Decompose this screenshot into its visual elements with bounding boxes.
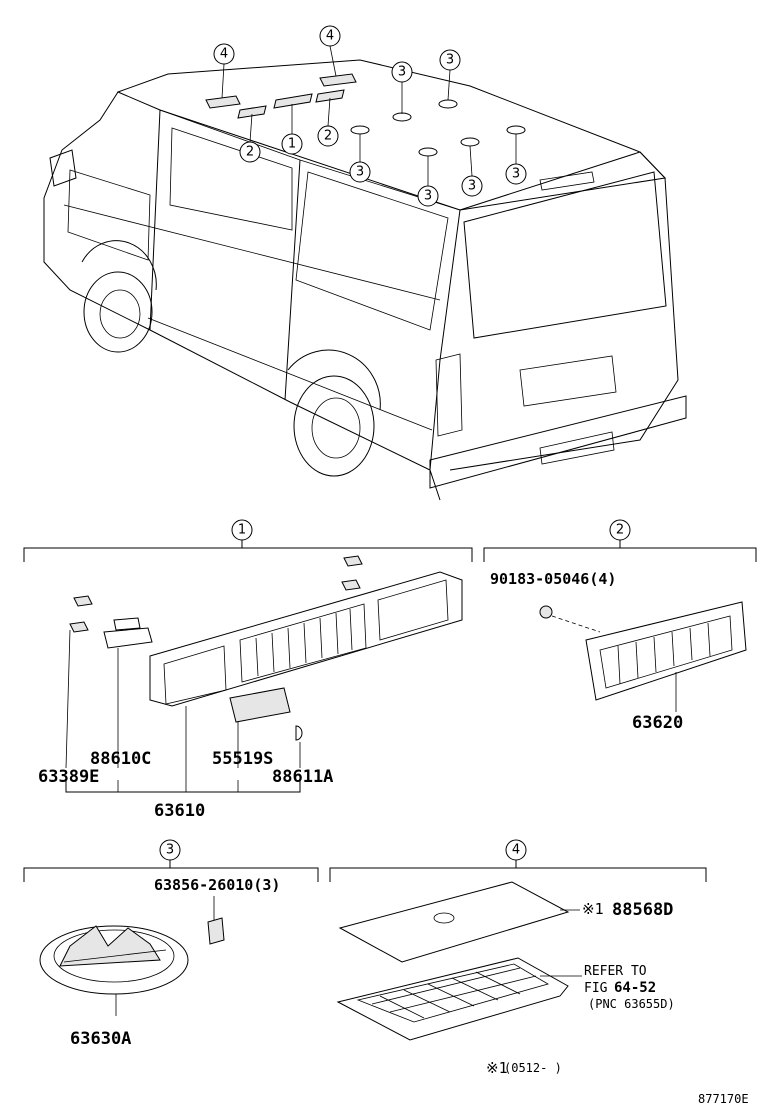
van-illustration [43, 59, 687, 501]
callout-3-f: 3 [505, 163, 527, 185]
ventilator-grille [336, 957, 569, 1041]
callout-2-right: 2 [317, 125, 339, 147]
clip-part [343, 555, 363, 567]
callout-1: 1 [281, 133, 303, 155]
refer-fig-number: 64-52 [614, 980, 656, 996]
callout-3-a: 3 [391, 61, 413, 83]
assembly-number-63610: 63610 [154, 801, 205, 821]
callout-number: 1 [288, 137, 296, 152]
callout-number: 4 [326, 29, 334, 44]
callout-number: 3 [446, 53, 454, 68]
bulb-part [295, 725, 303, 741]
clip-part [73, 595, 93, 607]
van-callouts: 4 4 1 2 2 3 3 3 3 3 3 [213, 25, 527, 207]
figure-code: 877170E [698, 1092, 749, 1106]
part-number-88568d: 88568D [612, 900, 673, 920]
footnote-text: (0512- ) [504, 1061, 562, 1075]
callout-3-d: 3 [417, 185, 439, 207]
assembly-number-63620: 63620 [632, 713, 683, 733]
van-callout-leaders [221, 45, 517, 186]
callout-3-e: 3 [461, 175, 483, 197]
callout-2-left: 2 [239, 141, 261, 163]
clip-part [207, 917, 225, 945]
callout-3-c: 3 [349, 161, 371, 183]
refer-fig-prefix: FIG [584, 981, 608, 996]
gasket-plate [338, 881, 570, 963]
callout-number: 4 [220, 47, 228, 62]
group-3: 3 63856-26010(3) 63630A [23, 839, 319, 1049]
clip-part [341, 579, 361, 591]
callout-number: 3 [468, 179, 476, 194]
assembly-number-63630a: 63630A [70, 1029, 131, 1049]
bolt-part-number: 90183-05046(4) [490, 570, 616, 588]
group-3-number: 3 [166, 843, 174, 858]
part-number-55519s: 55519S [212, 749, 273, 769]
callout-number: 2 [324, 129, 332, 144]
part-number-88610c: 88610C [90, 749, 151, 769]
callout-number: 3 [424, 189, 432, 204]
callout-number: 3 [398, 65, 406, 80]
callout-number: 3 [356, 165, 364, 180]
callout-4-left: 4 [213, 43, 235, 65]
bolt-part [539, 605, 553, 619]
group-4: 4 ※1 88568D REFER TO FIG 64-52 (PNC 6365… [329, 839, 707, 1077]
part-number-88611a: 88611A [272, 767, 333, 787]
refer-pnc: (PNC 63655D) [588, 997, 675, 1011]
switch-part [103, 627, 153, 649]
overhead-console [149, 571, 463, 707]
note-mark: ※1 [582, 900, 604, 918]
callout-number: 3 [512, 167, 520, 182]
refer-to-label: REFER TO [584, 964, 647, 979]
clip-part-number: 63856-26010(3) [154, 876, 280, 894]
callout-number: 2 [246, 145, 254, 160]
lamp-lens [229, 687, 291, 723]
group-2: 2 90183-05046(4) 63620 [483, 519, 757, 733]
group-1-number: 1 [238, 523, 246, 538]
group-4-number: 4 [512, 843, 520, 858]
part-number-63389e: 63389E [38, 767, 99, 787]
group-2-number: 2 [616, 523, 624, 538]
callout-3-b: 3 [439, 49, 461, 71]
callout-4-right: 4 [319, 25, 341, 47]
clip-part [69, 621, 89, 633]
group-1: 1 88610C 63389E 5 [23, 519, 473, 821]
footnote-mark: ※1 [486, 1059, 508, 1077]
map-lamp [585, 601, 747, 701]
